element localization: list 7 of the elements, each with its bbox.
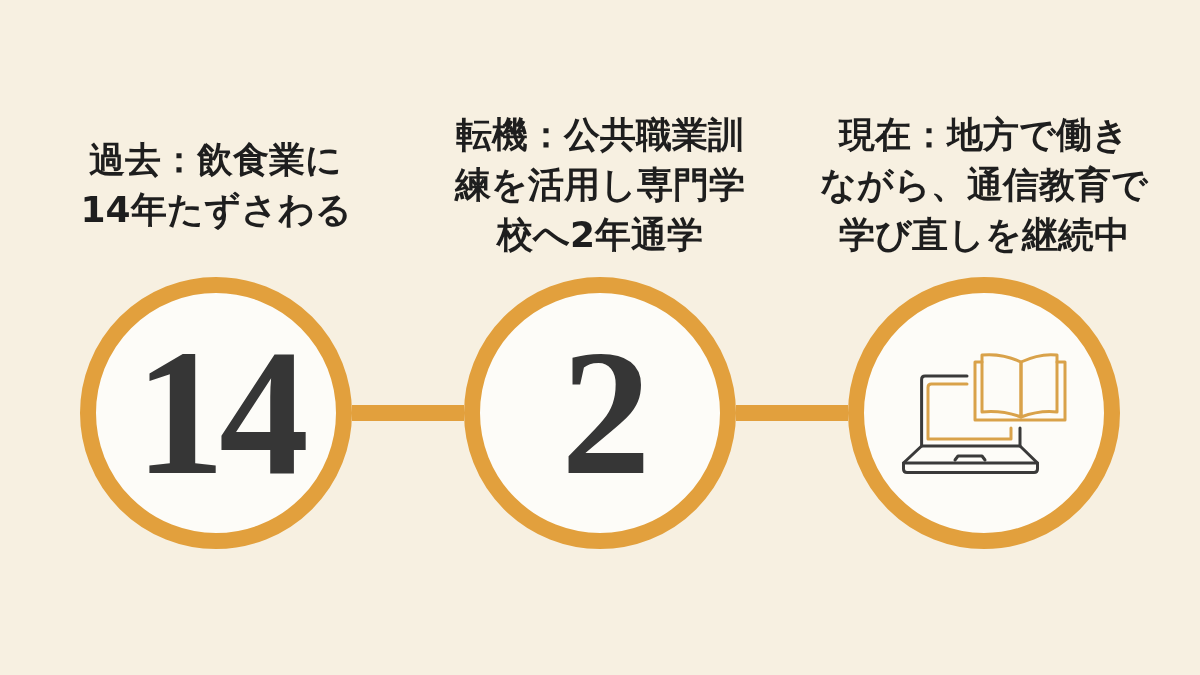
connector-line — [736, 405, 848, 421]
step-heading: 過去：飲食業に14年たずさわる — [80, 138, 352, 232]
large-number: 2 — [560, 323, 645, 503]
connector-line — [352, 405, 464, 421]
step-heading: 現在：地方で働きながら、通信教育で学び直しを継続中 — [820, 113, 1148, 257]
step-heading: 転機：公共職業訓練を活用し専門学校へ2年通学 — [455, 113, 745, 257]
large-number: 14 — [134, 323, 303, 503]
